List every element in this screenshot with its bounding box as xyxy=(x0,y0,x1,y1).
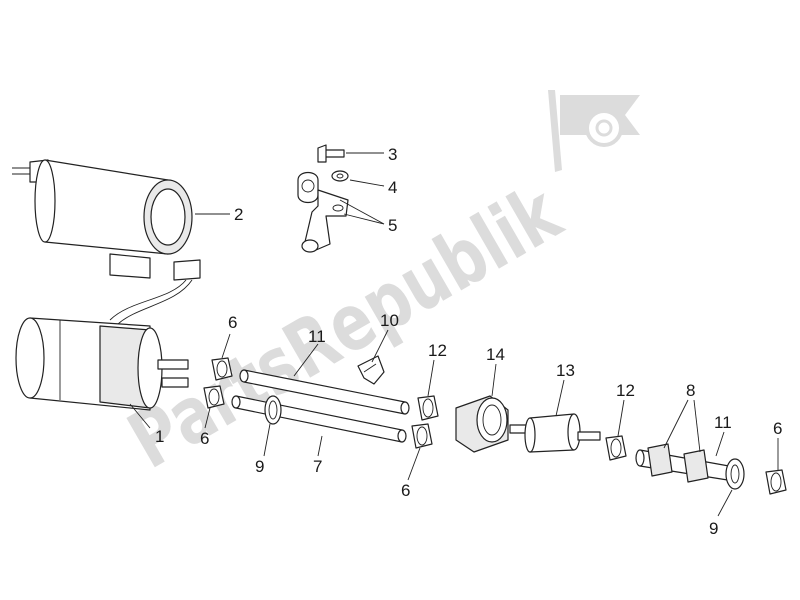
watermark-flag-gear-icon xyxy=(548,90,640,172)
part-filter-housing xyxy=(15,317,189,411)
callout-14: 14 xyxy=(486,345,505,364)
callout-6-right: 6 xyxy=(773,419,782,438)
callout-6-mid: 6 xyxy=(401,481,410,500)
callout-9-left: 9 xyxy=(255,457,264,476)
callout-11-left: 11 xyxy=(308,327,326,346)
part-clamp-6-lower xyxy=(203,385,225,409)
callout-8: 8 xyxy=(686,381,695,400)
callout-1: 1 xyxy=(155,427,164,446)
part-clamp-6-mid xyxy=(411,423,433,449)
part-hose-ring-9 xyxy=(264,395,282,425)
callout-12-left: 12 xyxy=(428,341,447,360)
part-filter-cup xyxy=(455,395,509,453)
leader-lines xyxy=(129,152,779,517)
callout-7: 7 xyxy=(313,457,322,476)
callout-9-right: 9 xyxy=(709,519,718,538)
part-bracket xyxy=(297,171,349,253)
part-hose-right xyxy=(635,443,745,490)
callout-11-right: 11 xyxy=(714,413,732,432)
part-screw xyxy=(317,144,345,163)
callout-labels: 2 3 4 5 6 1 6 11 10 12 9 7 6 14 13 12 8 … xyxy=(155,145,782,538)
part-clamp-6-upper xyxy=(211,357,233,381)
callout-13: 13 xyxy=(556,361,575,380)
callout-5: 5 xyxy=(388,216,397,235)
part-fuel-pump xyxy=(12,159,201,325)
part-hose-11 xyxy=(239,369,410,415)
callout-10: 10 xyxy=(380,311,399,330)
callout-6-upper: 6 xyxy=(228,313,237,332)
callout-3: 3 xyxy=(388,145,397,164)
callout-12-right: 12 xyxy=(616,381,635,400)
callout-2: 2 xyxy=(234,205,243,224)
part-inline-filter xyxy=(509,413,601,453)
callout-4: 4 xyxy=(388,178,397,197)
callout-6-lower: 6 xyxy=(200,429,209,448)
part-clamp-12-upper xyxy=(417,395,439,421)
part-washer xyxy=(331,170,349,182)
part-clamp-12-right xyxy=(605,435,627,461)
part-clamp-6-right xyxy=(765,469,787,495)
